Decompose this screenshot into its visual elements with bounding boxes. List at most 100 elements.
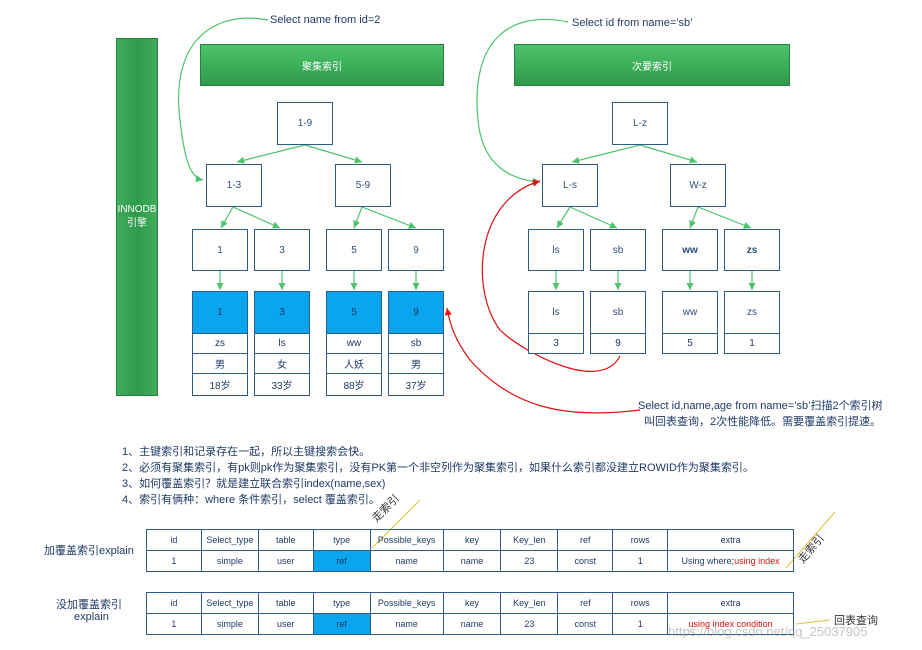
clustered-root-node: 1-9	[277, 102, 333, 145]
header-cell: Possible_keys	[369, 592, 444, 614]
data-cell: name	[442, 550, 502, 572]
header-cell: Select_type	[200, 592, 259, 614]
data-cell: name	[369, 550, 444, 572]
explain-noncovering-label-line1: 没加覆盖索引	[56, 599, 122, 611]
type-cell-highlight: ref	[312, 613, 371, 635]
header-cell: table	[257, 592, 314, 614]
secondary-leaf-pk: 5	[662, 334, 718, 354]
data-cell: name	[442, 613, 502, 635]
clustered-leaf-age: 33岁	[254, 374, 310, 396]
header-cell: ref	[557, 529, 614, 551]
secondary-node-l-s: L-s	[542, 164, 598, 207]
explain-covering-label: 加覆盖索引explain	[44, 545, 134, 557]
explain-data-row: 1 simple user ref name name 23 const 1 U…	[146, 550, 794, 572]
data-cell: const	[557, 613, 614, 635]
clustered-index-title: 聚集索引	[200, 44, 444, 86]
clustered-query-text: Select name from id=2	[270, 14, 381, 26]
clustered-leaf-sex: 男	[192, 354, 248, 374]
clustered-leaf-age: 88岁	[326, 374, 382, 396]
secondary-leaf-pk: 1	[724, 334, 780, 354]
clustered-key-node: 5	[326, 229, 382, 271]
clustered-leaf-name: ww	[326, 334, 382, 354]
explain-data-row: 1 simple user ref name name 23 const 1 u…	[146, 613, 794, 635]
clustered-leaf-name: zs	[192, 334, 248, 354]
clustered-leaf-sex: 女	[254, 354, 310, 374]
engine-line1: INNODB	[117, 204, 157, 215]
header-cell: extra	[667, 529, 794, 551]
header-cell: ref	[557, 592, 614, 614]
data-cell: 1	[612, 550, 669, 572]
clustered-node-5-9: 5-9	[335, 164, 391, 207]
data-cell: user	[257, 613, 314, 635]
note-item: 4、索引有俩种：where 条件索引，select 覆盖索引。	[122, 494, 380, 506]
clustered-leaf-name: ls	[254, 334, 310, 354]
secondary-leaf-pk: 3	[528, 334, 584, 354]
data-cell: 1	[146, 550, 202, 572]
clustered-leaf-sex: 男	[388, 354, 444, 374]
clustered-leaf-name: sb	[388, 334, 444, 354]
header-cell: Key_len	[500, 592, 559, 614]
secondary-leaf-name: sb	[590, 291, 646, 334]
clustered-leaf-sex: 人妖	[326, 354, 382, 374]
extra-cell: Using where;using index	[667, 550, 794, 572]
header-cell: extra	[667, 592, 794, 614]
extra-red: using index	[734, 556, 780, 566]
secondary-key-node: zs	[724, 229, 780, 271]
secondary-query-text: Select id from name=’sb’	[572, 17, 693, 29]
header-cell: type	[312, 529, 371, 551]
secondary-leaf-name: zs	[724, 291, 780, 334]
secondary-leaf-name: ww	[662, 291, 718, 334]
data-cell: 23	[500, 613, 559, 635]
lookup-callout-line1: Select id,name,age from name=’sb’扫描2个索引树	[638, 400, 883, 412]
back-to-table-tag: 回表查询	[834, 615, 878, 627]
data-cell: 23	[500, 550, 559, 572]
data-cell: const	[557, 550, 614, 572]
innodb-engine-bar: INNODB 引擎	[116, 38, 158, 396]
explain-header-row: id Select_type table type Possible_keys …	[146, 529, 794, 551]
extra-cell: using index condition	[667, 613, 794, 635]
clustered-leaf-age: 37岁	[388, 374, 444, 396]
secondary-node-w-z: W-z	[670, 164, 726, 207]
data-cell: 1	[612, 613, 669, 635]
data-cell: 1	[146, 613, 202, 635]
type-cell-highlight: ref	[312, 550, 371, 572]
header-cell: rows	[612, 529, 669, 551]
secondary-leaf-name: ls	[528, 291, 584, 334]
explain-table-noncovering: id Select_type table type Possible_keys …	[146, 592, 794, 635]
data-cell: simple	[200, 613, 259, 635]
clustered-node-1-3: 1-3	[206, 164, 262, 207]
note-item: 1、主键索引和记录存在一起，所以主键搜索会快。	[122, 446, 371, 458]
data-cell: user	[257, 550, 314, 572]
header-cell: type	[312, 592, 371, 614]
header-cell: Possible_keys	[369, 529, 444, 551]
notes-list: 1、主键索引和记录存在一起，所以主键搜索会快。 2、必须有聚集索引，有pk则pk…	[122, 444, 754, 508]
data-cell: simple	[200, 550, 259, 572]
engine-line2: 引擎	[127, 218, 147, 229]
data-cell: name	[369, 613, 444, 635]
explain-noncovering-label-line2: explain	[74, 611, 109, 623]
secondary-index-title: 次要索引	[514, 44, 790, 86]
clustered-key-node: 9	[388, 229, 444, 271]
header-cell: id	[146, 529, 202, 551]
header-cell: Select_type	[200, 529, 259, 551]
secondary-key-node: ls	[528, 229, 584, 271]
header-cell: id	[146, 592, 202, 614]
extra-red: using index condition	[688, 619, 773, 629]
explain-table-covering: id Select_type table type Possible_keys …	[146, 529, 794, 572]
header-cell: key	[442, 529, 502, 551]
extra-plain: Using where;	[681, 556, 735, 566]
watermark: https://blog.csdn.net/qq_25037905	[668, 624, 868, 639]
header-cell: table	[257, 529, 314, 551]
header-cell: rows	[612, 592, 669, 614]
secondary-key-node: sb	[590, 229, 646, 271]
clustered-leaf-id: 1	[192, 291, 248, 334]
note-item: 2、必须有聚集索引，有pk则pk作为聚集索引，没有PK第一个非空列作为聚集索引，…	[122, 462, 754, 474]
header-cell: Key_len	[500, 529, 559, 551]
header-cell: key	[442, 592, 502, 614]
clustered-key-node: 1	[192, 229, 248, 271]
secondary-root-node: L-z	[612, 102, 668, 145]
clustered-leaf-age: 18岁	[192, 374, 248, 396]
clustered-leaf-id: 3	[254, 291, 310, 334]
note-item: 3、如何覆盖索引？就是建立联合索引index(name,sex)	[122, 478, 386, 490]
